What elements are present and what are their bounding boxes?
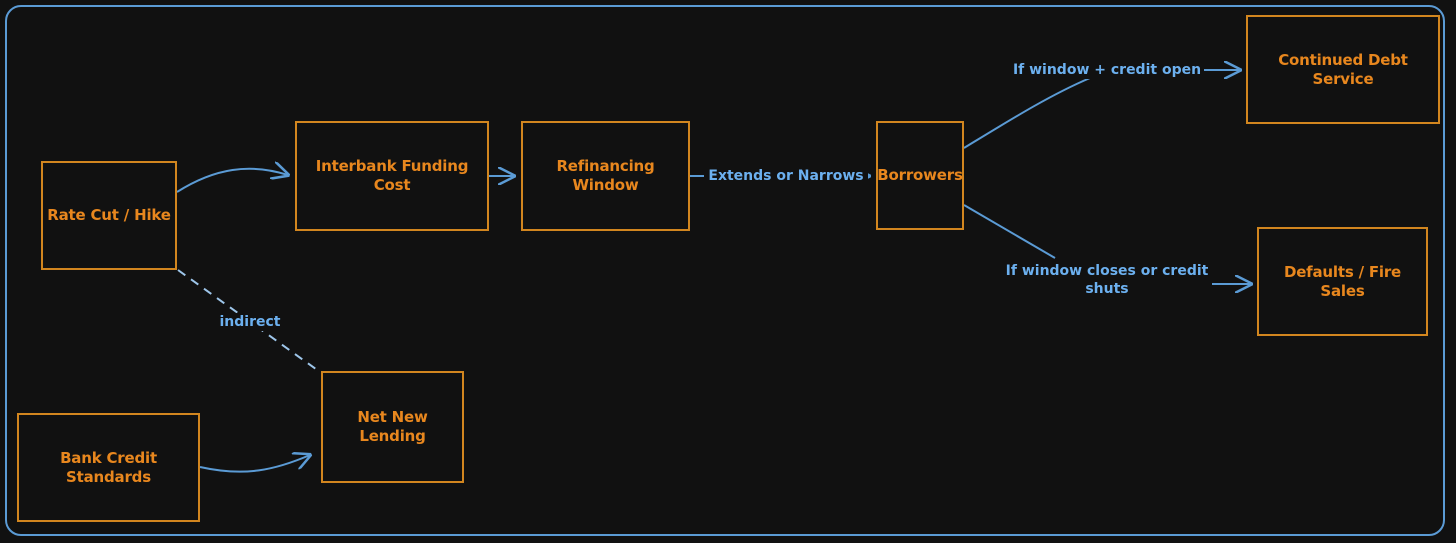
node-label-interbank-funding-cost: Interbank Funding Cost (315, 157, 469, 194)
node-continued-debt-service[interactable]: Continued Debt Service (1246, 15, 1440, 124)
node-defaults-fire-sales[interactable]: Defaults / Fire Sales (1257, 227, 1428, 336)
node-label-continued-debt-service: Continued Debt Service (1278, 50, 1408, 88)
edge-label-if-window-closes: If window closes or credit shuts (1002, 262, 1212, 299)
node-borrowers[interactable]: Borrowers (876, 121, 964, 230)
edge-label-extends-or-narrows: Extends or Narrows (704, 167, 868, 186)
edge-borrowers-to-continued-debt-service (963, 77, 1091, 149)
node-refinancing-window[interactable]: Refinancing Window (521, 121, 690, 231)
node-label-borrowers: Borrowers (877, 166, 963, 185)
node-rate-cut-hike[interactable]: Rate Cut / Hike (41, 161, 177, 270)
edge-label-if-window-credit-open: If window + credit open (1010, 61, 1204, 80)
node-label-rate-cut-hike: Rate Cut / Hike (47, 206, 171, 225)
edge-bank-credit-to-net-new-lending (199, 455, 310, 473)
node-label-net-new-lending: Net New Lending (357, 408, 428, 445)
edge-borrowers-to-defaults (963, 204, 1056, 259)
node-label-refinancing-window: Refinancing Window (556, 157, 655, 194)
node-label-bank-credit-standards: Bank Credit Standards (60, 448, 157, 486)
node-label-defaults-fire-sales: Defaults / Fire Sales (1283, 262, 1402, 300)
node-net-new-lending[interactable]: Net New Lending (321, 371, 464, 483)
node-bank-credit-standards[interactable]: Bank Credit Standards (17, 413, 200, 522)
edge-rate-to-interbank (176, 169, 288, 193)
node-interbank-funding-cost[interactable]: Interbank Funding Cost (295, 121, 489, 231)
edge-label-indirect: indirect (215, 313, 285, 332)
